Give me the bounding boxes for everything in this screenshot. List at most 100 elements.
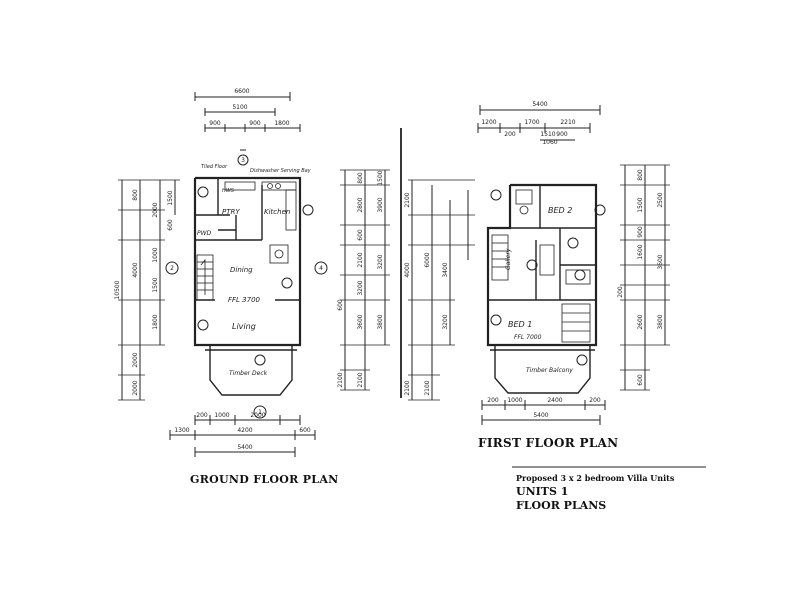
title-block-units: UNITS 1 <box>516 485 569 498</box>
label-hws: HWS <box>222 188 235 194</box>
svg-text:4200: 4200 <box>237 427 252 434</box>
svg-text:2100: 2100 <box>424 380 431 395</box>
marker-3: 3 <box>241 157 245 164</box>
svg-text:1510: 1510 <box>540 131 555 138</box>
first-bottom-dims: 200 1000 2400 200 5400 <box>487 397 601 419</box>
svg-text:3600: 3600 <box>357 314 364 329</box>
svg-text:2600: 2600 <box>637 314 644 329</box>
svg-text:1200: 1200 <box>481 119 496 126</box>
note-servery: Dishwasher Serving Bay <box>250 168 312 174</box>
svg-text:2100: 2100 <box>404 380 411 395</box>
first-left-dims: 2100 4000 6000 3400 3200 2100 2100 <box>404 192 449 395</box>
svg-text:5400: 5400 <box>532 101 547 108</box>
svg-text:900: 900 <box>249 120 261 127</box>
ground-ffl: FFL 3700 <box>228 296 261 304</box>
ground-left-dims: 800 2000 1500 4000 1000 1500 1800 2000 1… <box>114 189 174 396</box>
svg-text:1060: 1060 <box>542 139 557 146</box>
room-bed-1: BED 1 <box>508 320 532 329</box>
svg-text:3800: 3800 <box>657 314 664 329</box>
room-kitchen: Kitchen <box>264 208 290 216</box>
title-block-subtitle: Proposed 3 x 2 bedroom Villa Units <box>516 473 675 483</box>
first-floor-plan-title: FIRST FLOOR PLAN <box>478 436 619 450</box>
svg-text:1700: 1700 <box>524 119 539 126</box>
svg-text:2500: 2500 <box>657 192 664 207</box>
room-timber-deck: Timber Deck <box>229 370 268 377</box>
ground-floor-plan <box>118 92 390 457</box>
svg-text:1500: 1500 <box>167 190 174 205</box>
room-dining: Dining <box>230 266 253 274</box>
room-gallery: Gallery <box>505 248 512 270</box>
svg-text:200: 200 <box>487 397 499 404</box>
first-ffl: FFL 7000 <box>514 334 542 341</box>
first-right-dims: 800 1500 2500 900 1600 3600 2600 3800 60… <box>617 169 664 386</box>
svg-text:1500: 1500 <box>152 277 159 292</box>
svg-text:2000: 2000 <box>132 380 139 395</box>
svg-text:4000: 4000 <box>132 262 139 277</box>
svg-text:1000: 1000 <box>214 412 229 419</box>
svg-text:3400: 3400 <box>442 262 449 277</box>
ground-floor-plan-title: GROUND FLOOR PLAN <box>190 473 339 486</box>
svg-text:2100: 2100 <box>404 192 411 207</box>
room-living: Living <box>232 322 256 331</box>
note-tiled-floor: Tiled Floor <box>201 164 228 170</box>
svg-text:2400: 2400 <box>547 397 562 404</box>
svg-text:2210: 2210 <box>560 119 575 126</box>
svg-text:1500: 1500 <box>377 170 384 185</box>
svg-text:2000: 2000 <box>132 352 139 367</box>
svg-text:2100: 2100 <box>357 372 364 387</box>
ground-bottom-dims: 200 1000 2000 1300 4200 600 5400 <box>174 412 311 451</box>
svg-text:3800: 3800 <box>377 314 384 329</box>
svg-text:600: 600 <box>337 299 344 311</box>
svg-text:2800: 2800 <box>357 197 364 212</box>
svg-text:1500: 1500 <box>637 197 644 212</box>
svg-text:900: 900 <box>637 226 644 238</box>
svg-text:3200: 3200 <box>442 314 449 329</box>
svg-text:5400: 5400 <box>533 412 548 419</box>
svg-text:5400: 5400 <box>237 444 252 451</box>
svg-text:2100: 2100 <box>357 252 364 267</box>
svg-text:1000: 1000 <box>507 397 522 404</box>
svg-text:4000: 4000 <box>404 262 411 277</box>
svg-text:600: 600 <box>637 374 644 386</box>
ground-top-dims: 6600 5100 900 1800 900 <box>209 88 290 127</box>
svg-text:1800: 1800 <box>274 120 289 127</box>
title-block-plans: FLOOR PLANS <box>516 499 607 512</box>
svg-text:6600: 6600 <box>234 88 249 95</box>
svg-text:200: 200 <box>589 397 601 404</box>
svg-text:900: 900 <box>209 120 221 127</box>
room-pantry: PTRY <box>222 208 240 216</box>
svg-text:800: 800 <box>357 172 364 184</box>
svg-text:6000: 6000 <box>424 252 431 267</box>
ground-right-dims: 800 2800 3900 1500 600 2100 3200 3200 60… <box>337 170 384 387</box>
marker-2: 2 <box>170 265 174 272</box>
svg-text:3200: 3200 <box>357 280 364 295</box>
svg-text:2000: 2000 <box>152 202 159 217</box>
marker-1: 1 <box>258 409 262 416</box>
svg-text:10500: 10500 <box>114 280 121 299</box>
first-top-dims: 5400 1200 1700 2210 200 1510 900 1060 <box>481 101 575 146</box>
svg-text:2000: 2000 <box>250 412 265 419</box>
svg-text:600: 600 <box>357 229 364 241</box>
svg-text:600: 600 <box>299 427 311 434</box>
svg-text:600: 600 <box>167 219 174 231</box>
svg-text:2100: 2100 <box>337 372 344 387</box>
svg-text:1600: 1600 <box>637 244 644 259</box>
room-timber-balcony: Timber Balcony <box>526 367 573 374</box>
svg-text:1300: 1300 <box>174 427 189 434</box>
svg-text:3600: 3600 <box>657 254 664 269</box>
room-bed-2: BED 2 <box>548 206 572 215</box>
svg-text:3200: 3200 <box>377 254 384 269</box>
svg-text:1000: 1000 <box>152 247 159 262</box>
svg-text:5100: 5100 <box>232 104 247 111</box>
svg-text:200: 200 <box>617 286 624 298</box>
svg-text:1800: 1800 <box>152 314 159 329</box>
svg-text:800: 800 <box>132 189 139 201</box>
room-pwd: PWD <box>197 230 212 237</box>
svg-text:900: 900 <box>556 131 568 138</box>
svg-text:3900: 3900 <box>377 197 384 212</box>
svg-text:200: 200 <box>196 412 208 419</box>
first-floor-plan <box>408 105 670 425</box>
svg-text:200: 200 <box>504 131 516 138</box>
marker-4: 4 <box>319 265 323 272</box>
